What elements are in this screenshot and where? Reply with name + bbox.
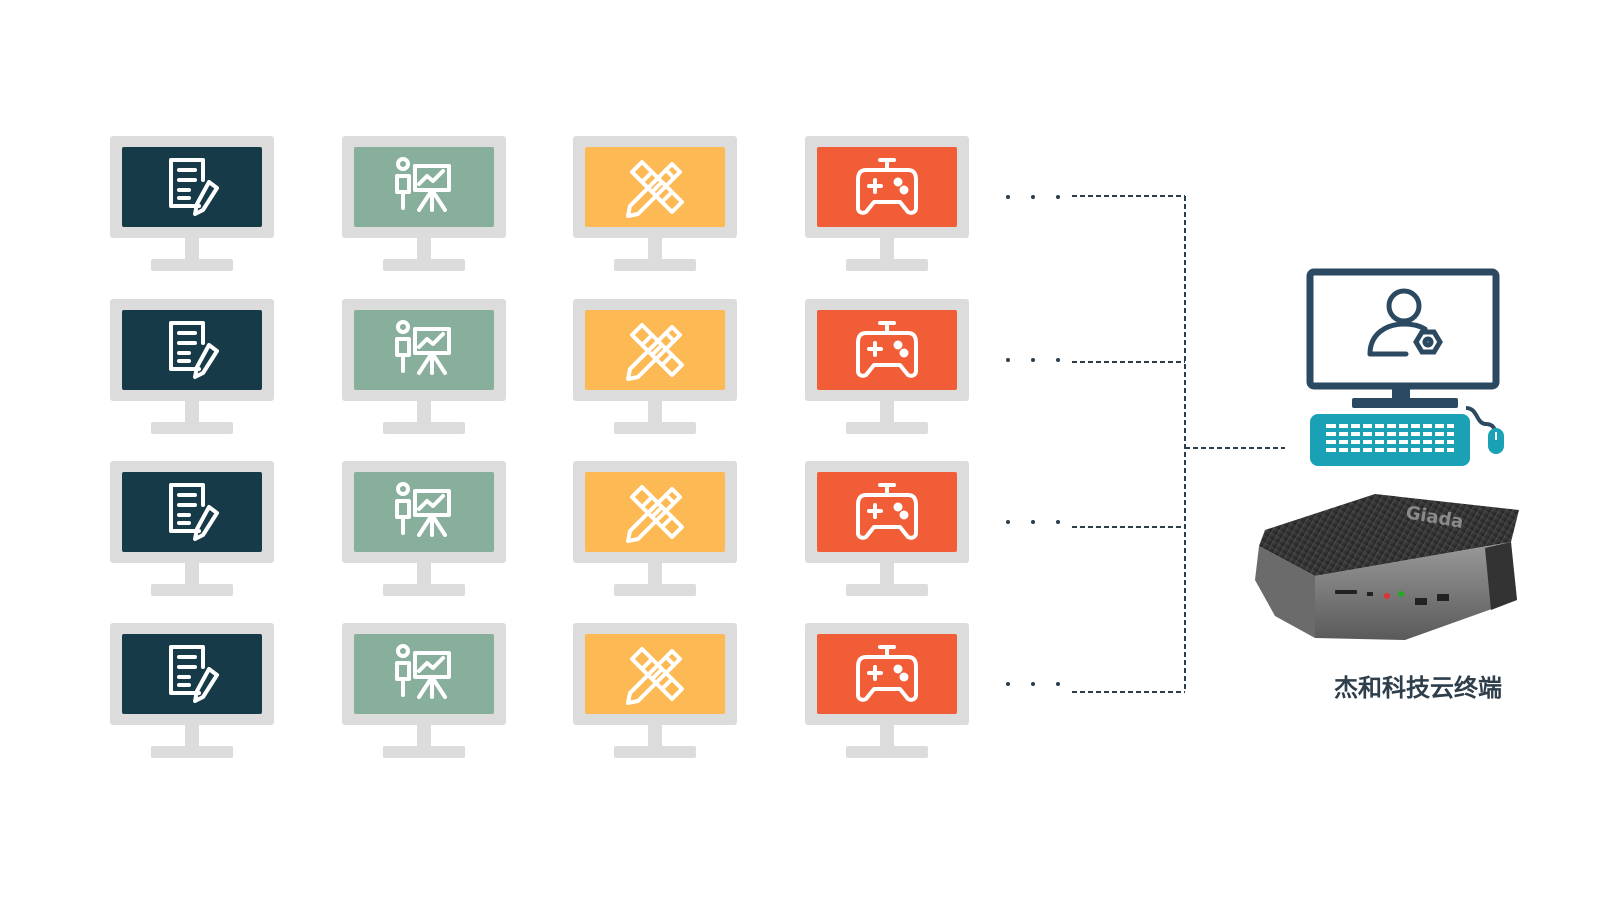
gamepad-icon	[852, 477, 922, 547]
monitor-screen	[585, 310, 725, 390]
monitor-base	[383, 259, 465, 271]
monitor-screen	[122, 147, 262, 227]
monitor-base	[151, 259, 233, 271]
terminal-monitor	[573, 623, 737, 763]
monitor-neck	[648, 563, 662, 585]
document-edit-icon	[157, 315, 227, 385]
monitor-screen	[122, 634, 262, 714]
monitor-screen	[122, 310, 262, 390]
monitor-base	[846, 746, 928, 758]
monitor-screen	[354, 147, 494, 227]
terminal-monitor	[110, 461, 274, 601]
terminal-monitor	[573, 461, 737, 601]
monitor-neck	[880, 725, 894, 747]
monitor-neck	[185, 238, 199, 260]
cloud-terminal-label: 杰和科技云终端	[1334, 674, 1502, 702]
monitor-neck	[648, 238, 662, 260]
pencil-ruler-icon	[620, 477, 690, 547]
more-terminals-ellipsis	[1000, 355, 1060, 365]
terminal-monitor	[342, 136, 506, 276]
monitor-base	[151, 584, 233, 596]
terminal-monitor	[805, 623, 969, 763]
monitor-base	[383, 422, 465, 434]
monitor-base	[151, 746, 233, 758]
more-terminals-ellipsis	[1000, 192, 1060, 202]
monitor-base	[614, 746, 696, 758]
terminal-monitor	[342, 623, 506, 763]
terminal-monitor	[342, 299, 506, 439]
terminal-monitor	[573, 136, 737, 276]
monitor-base	[614, 259, 696, 271]
monitor-neck	[417, 725, 431, 747]
monitor-base	[846, 584, 928, 596]
monitor-base	[151, 422, 233, 434]
monitor-screen	[817, 634, 957, 714]
monitor-base	[383, 746, 465, 758]
terminal-monitor	[110, 623, 274, 763]
more-terminals-ellipsis	[1000, 679, 1060, 689]
classroom-presentation-icon	[389, 315, 459, 385]
terminal-monitor	[342, 461, 506, 601]
monitor-screen	[354, 472, 494, 552]
document-edit-icon	[157, 152, 227, 222]
monitor-screen	[122, 472, 262, 552]
monitor-screen	[354, 310, 494, 390]
terminal-monitor	[805, 299, 969, 439]
pencil-ruler-icon	[620, 315, 690, 385]
monitor-screen	[817, 472, 957, 552]
monitor-neck	[185, 401, 199, 423]
monitor-screen	[354, 634, 494, 714]
monitor-neck	[880, 563, 894, 585]
monitor-screen	[585, 634, 725, 714]
gamepad-icon	[852, 152, 922, 222]
classroom-presentation-icon	[389, 152, 459, 222]
terminal-monitor	[110, 136, 274, 276]
terminal-monitor	[573, 299, 737, 439]
monitor-base	[383, 584, 465, 596]
terminal-monitor	[805, 136, 969, 276]
monitor-base	[846, 259, 928, 271]
document-edit-icon	[157, 639, 227, 709]
monitor-screen	[585, 147, 725, 227]
classroom-presentation-icon	[389, 639, 459, 709]
monitor-neck	[185, 563, 199, 585]
gamepad-icon	[852, 639, 922, 709]
monitor-neck	[185, 725, 199, 747]
monitor-screen	[817, 147, 957, 227]
classroom-presentation-icon	[389, 477, 459, 547]
monitor-neck	[417, 238, 431, 260]
terminal-monitor	[110, 299, 274, 439]
user-settings-icon	[1367, 288, 1443, 357]
terminal-monitor	[805, 461, 969, 601]
monitor-neck	[417, 563, 431, 585]
monitor-base	[614, 584, 696, 596]
monitor-neck	[648, 725, 662, 747]
monitor-base	[614, 422, 696, 434]
monitor-screen	[817, 310, 957, 390]
document-edit-icon	[157, 477, 227, 547]
mini-pc-device: Giada	[1255, 494, 1519, 640]
monitor-neck	[417, 401, 431, 423]
pencil-ruler-icon	[620, 152, 690, 222]
admin-workstation	[1306, 268, 1504, 466]
pencil-ruler-icon	[620, 639, 690, 709]
monitor-neck	[880, 238, 894, 260]
monitor-base	[846, 422, 928, 434]
gamepad-icon	[852, 315, 922, 385]
more-terminals-ellipsis	[1000, 517, 1060, 527]
monitor-neck	[648, 401, 662, 423]
monitor-screen	[585, 472, 725, 552]
monitor-neck	[880, 401, 894, 423]
